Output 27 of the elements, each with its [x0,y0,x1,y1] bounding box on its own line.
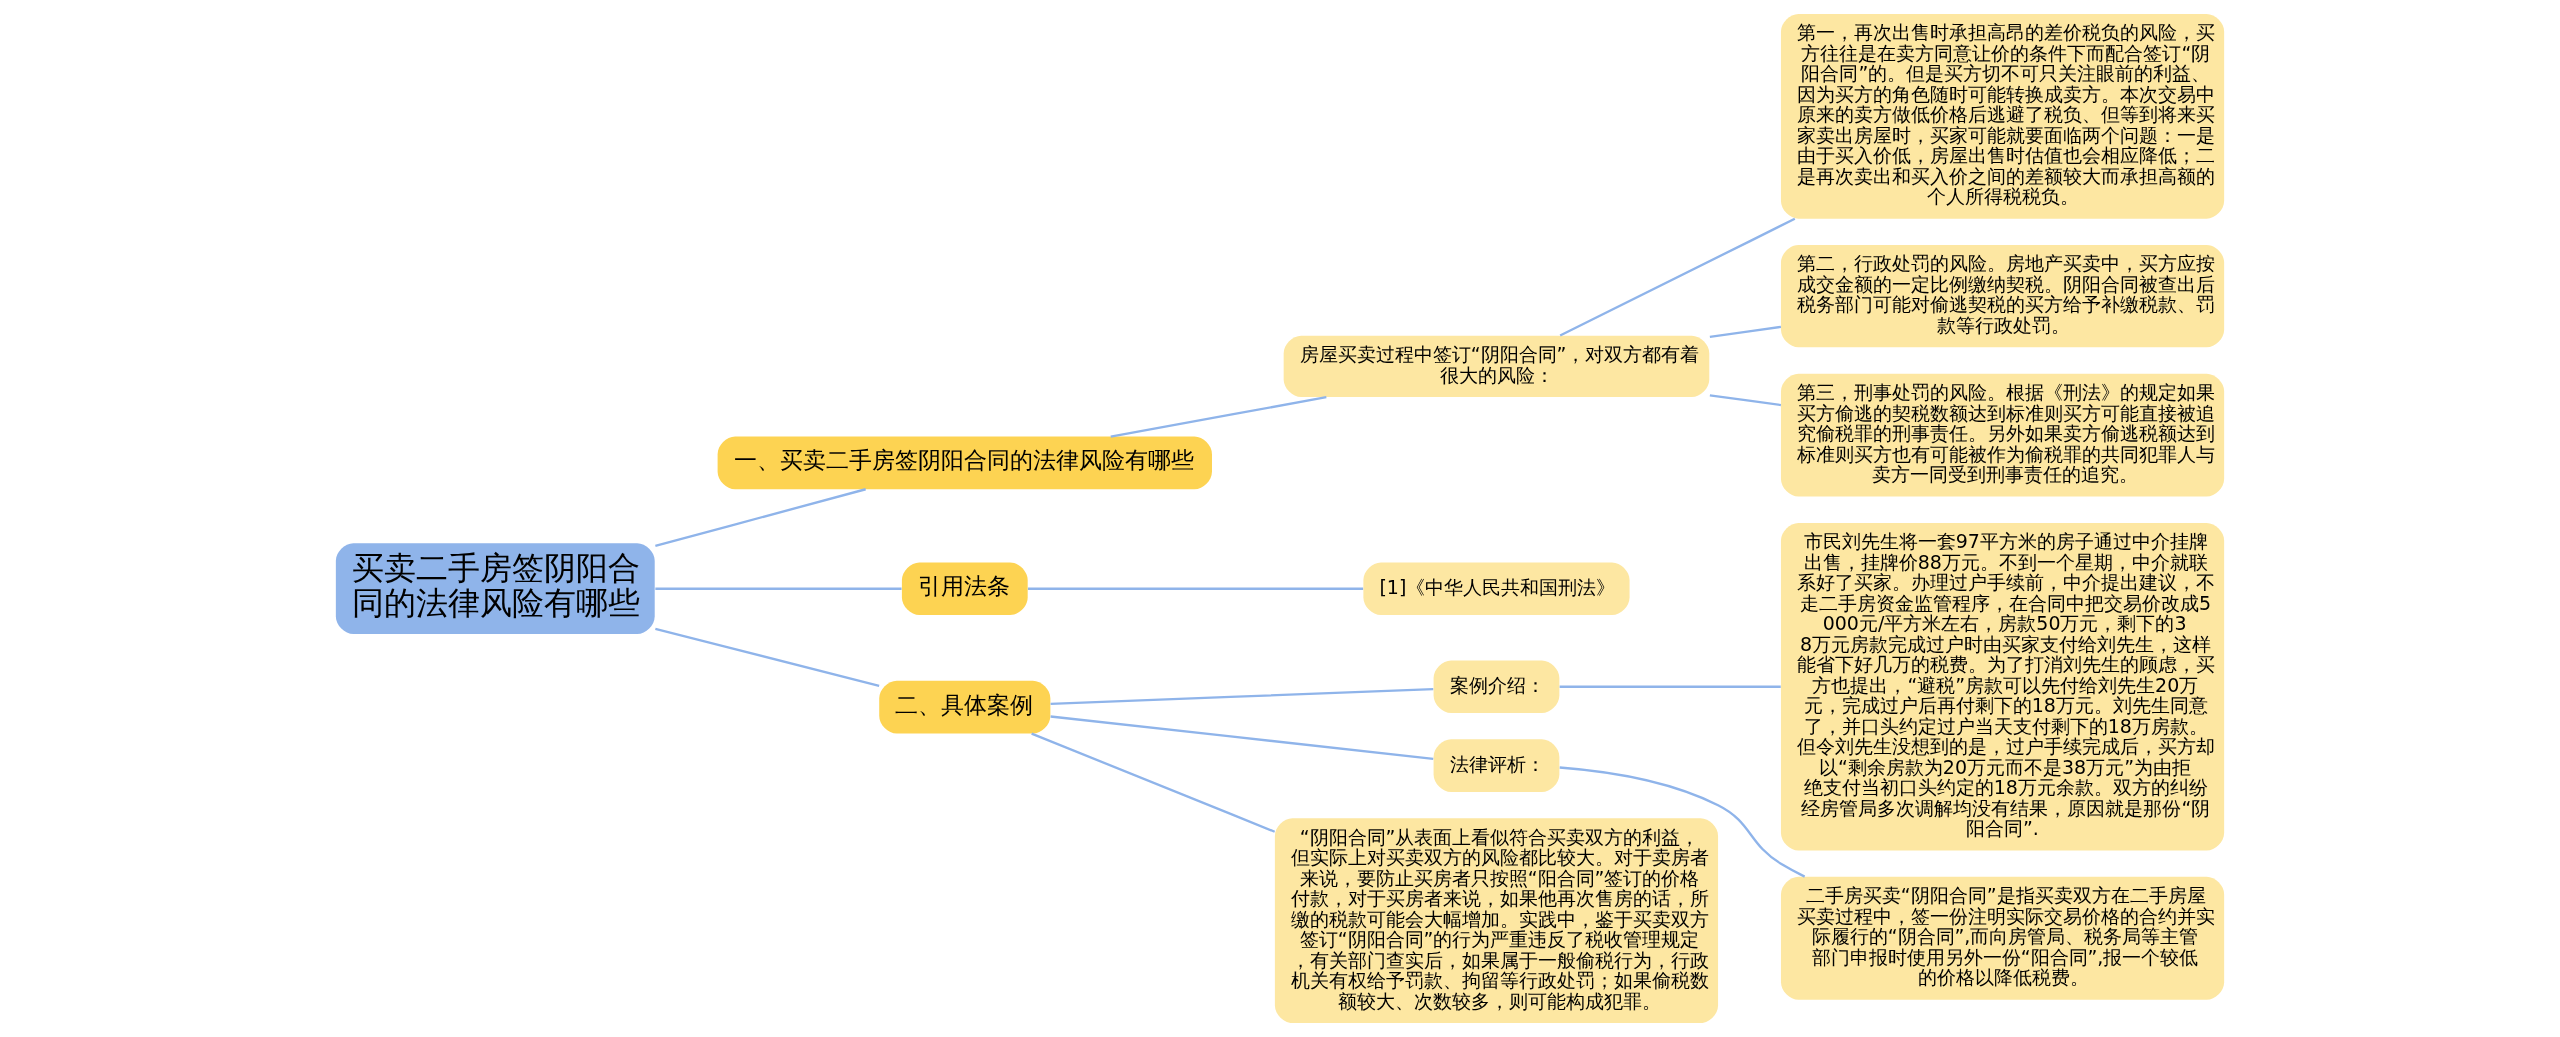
node-box: 房屋买卖过程中签订“阴阳合同”，对双方都有着很大的风险： [1283,335,1710,398]
node-box: 二手房买卖“阴阳合同”是指买卖双方在二手房屋买卖过程中，签一份注明实际交易价格的合约并实际履行的“阴合同”,而向房管局、税务局等主管部门申报时使用另外一份“阳合同”,报一个较低的价格以降低税费。 [1780,876,2225,1000]
connector [1031,732,1276,833]
connector [1709,325,1782,338]
connector [655,488,866,548]
connector [1559,766,1806,878]
node-box: 第一，再次出售时承担高昂的差价税负的风险，买方往往是在卖方同意让价的条件下而配合签订“阴阳合同”的。但是买方切不可只关注眼前的利益、因为买方的角色随时可能转换成卖方。本次交易中原来的卖方做低价格后逃避了税负、但等到将来买家卖出房屋时，买家可能就要面临两个问题：一是由于买入价低，房屋出售时估值也会相应降低；二是再次卖出和买入价之间的差额较大而承担高额的个人所得税税负。 [1780,13,2225,219]
node-box: 市民刘先生将一套97平方米的房子通过中介挂牌出售，挂牌价88万元。不到一个星期，中介就联系好了买家。办理过户手续前，中介提出建议，不走二手房资金监管程序，在合同中把交易价改成5000元/平方米左右，房款50万元，剩下的38万元房款完成过户时由买家支付给刘先生，这样能省下好几万的税费。为了打消刘先生的顾虑，买方也提出，“避税”房款可以先付给刘先生20万元，完成过户后再付剩下的18万元。刘先生同意了，并口头约定过户当天支付剩下的18万房款。但令刘先生没想到的是，过户手续完成后，买方却以“剩余房款为20万元而不是38万元”为由拒绝支付当初口头约定的18万元余款。双方的纠纷经房管局多次调解均没有结果，原因就是那份“阴阳合同”. [1780,522,2225,851]
node-box: 第二，行政处罚的风险。房地产买卖中，买方应按成交金额的一定比例缴纳契税。阴阳合同被查出后税务部门可能对偷逃契税的买方给予补缴税款、罚款等行政处罚。 [1780,245,2225,348]
connector [1559,685,1781,688]
connector [1027,587,1364,590]
node-box: 引用法条 [901,562,1028,616]
node-box: 第三，刑事处罚的风险。根据《刑法》的规定如果买方偷逃的契税数额达到标准则买方可能直接被追究偷税罪的刑事责任。另外如果卖方偷逃税额达到标准则买方也有可能被作为偷税罪的共同犯罪人与卖方一同受到刑事责任的追究。 [1780,373,2225,497]
connector [1709,394,1782,407]
connector [1110,396,1327,438]
node-box: 法律评析： [1433,739,1560,792]
node-box: 案例介绍： [1433,660,1560,714]
node-box: 二、具体案例 [879,680,1051,734]
connector [1050,715,1434,761]
connector [1050,687,1434,706]
node-box: [1]《中华人民共和国刑法》 [1363,562,1630,616]
connector [655,587,902,590]
node-box: 买卖二手房签阴阳合同的法律风险有哪些 [335,543,655,635]
node-box: 一、买卖二手房签阴阳合同的法律风险有哪些 [717,436,1212,490]
connector [1559,217,1796,337]
node-box: “阴阳合同”从表面上看似符合买卖双方的利益，但实际上对买卖双方的风险都比较大。对于卖房者来说，要防止买房者只按照“阳合同”签订的价格付款，对于买房者来说，如果他再次售房的话，所缴的税款可能会大幅增加。实践中，鉴于买卖双方签订“阴阳合同”的行为严重违反了税收管理规定，有关部门查实后，如果属于一般偷税行为，行政机关有权给予罚款、拘留等行政处罚；如果偷税数额较大、次数较多，则可能构成犯罪。 [1274,818,1719,1024]
connector [655,627,880,687]
